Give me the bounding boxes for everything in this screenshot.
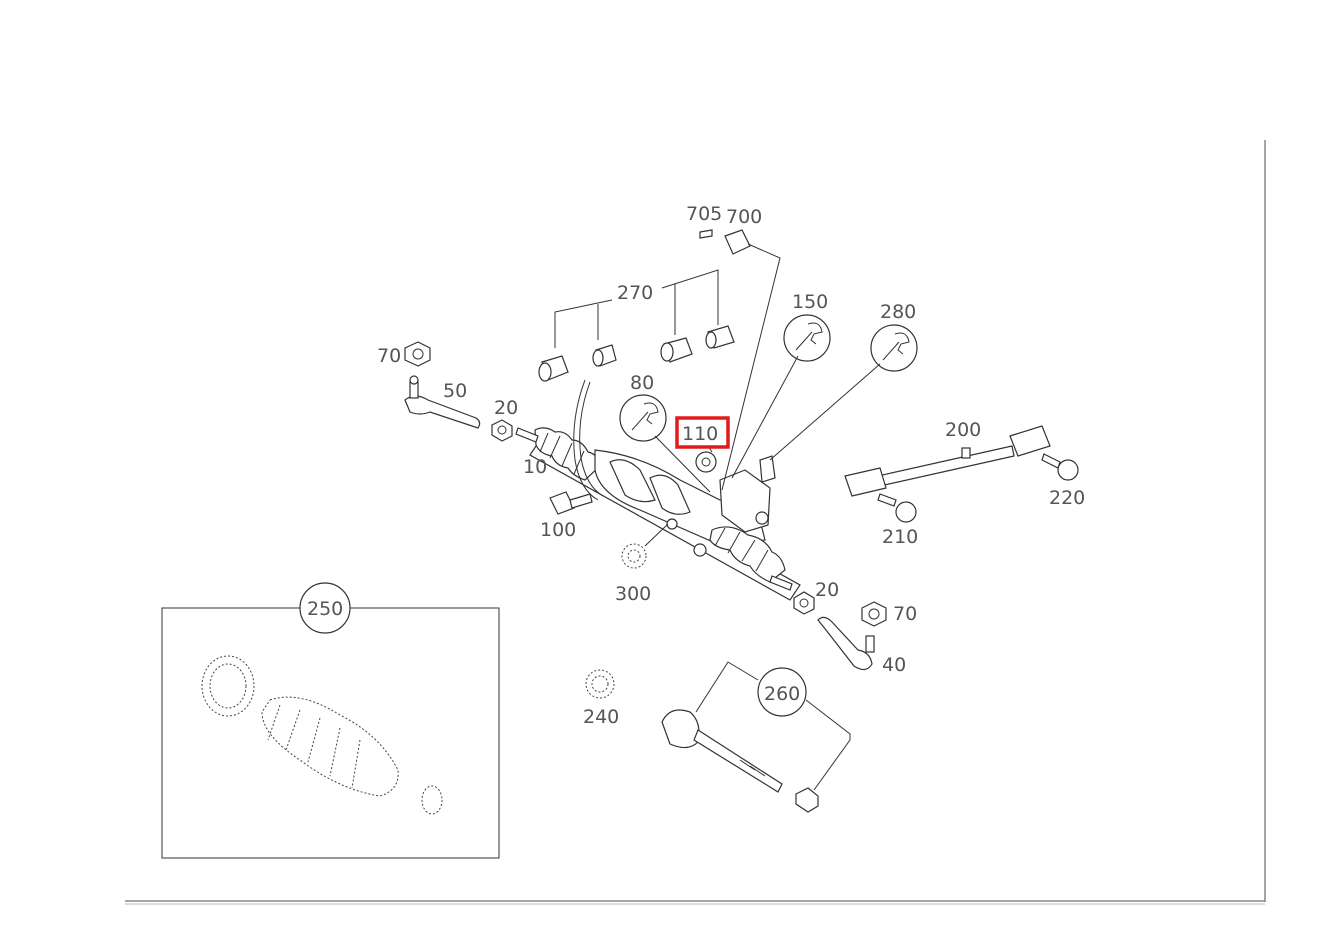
callout-labels: 10 20 20 40 50 70 70 80 100 110 150 200 … xyxy=(307,203,1085,728)
label-280[interactable]: 280 xyxy=(880,301,916,323)
label-20-right[interactable]: 20 xyxy=(815,579,839,601)
label-240[interactable]: 240 xyxy=(583,706,619,728)
label-300[interactable]: 300 xyxy=(615,583,651,605)
part-210-bolt[interactable] xyxy=(877,493,917,523)
part-20-nut-right[interactable] xyxy=(793,591,815,615)
label-700[interactable]: 700 xyxy=(726,206,762,228)
label-20-left[interactable]: 20 xyxy=(494,397,518,419)
part-20-nut-left[interactable] xyxy=(491,419,513,442)
label-110[interactable]: 110 xyxy=(682,423,718,445)
label-260[interactable]: 260 xyxy=(764,683,800,705)
wrench-80-icon xyxy=(619,394,667,442)
part-50-tie-rod-end[interactable] xyxy=(404,375,481,429)
part-200-intermediate-shaft[interactable] xyxy=(844,425,1051,497)
part-70-nut-left[interactable] xyxy=(404,341,431,367)
wrench-150-icon xyxy=(783,314,831,362)
label-210[interactable]: 210 xyxy=(882,526,918,548)
label-40[interactable]: 40 xyxy=(882,654,906,676)
leader-270 xyxy=(554,269,719,348)
part-40-tie-rod-end[interactable] xyxy=(817,616,875,671)
leaders-wrenches xyxy=(654,355,881,493)
leader-260 xyxy=(695,661,851,791)
label-220[interactable]: 220 xyxy=(1049,487,1085,509)
callout-260-circle xyxy=(757,667,807,717)
label-200[interactable]: 200 xyxy=(945,419,981,441)
inset-250-boot-kit[interactable] xyxy=(161,582,500,859)
part-700-clip[interactable] xyxy=(724,229,751,255)
steering-rack-housing[interactable] xyxy=(529,379,801,601)
part-right-inner-stud[interactable] xyxy=(769,575,793,591)
label-50[interactable]: 50 xyxy=(443,380,467,402)
label-70-right[interactable]: 70 xyxy=(893,603,917,625)
part-100-bolt[interactable] xyxy=(549,491,593,515)
label-705[interactable]: 705 xyxy=(686,203,722,225)
part-110-washer[interactable] xyxy=(695,451,717,473)
page-frame xyxy=(125,140,1266,905)
part-270-bushings[interactable] xyxy=(538,325,735,382)
label-100[interactable]: 100 xyxy=(540,519,576,541)
label-70-left[interactable]: 70 xyxy=(377,345,401,367)
part-70-nut-right[interactable] xyxy=(861,601,887,627)
label-80[interactable]: 80 xyxy=(630,372,654,394)
label-270[interactable]: 270 xyxy=(617,282,653,304)
part-220-bolt[interactable] xyxy=(1041,453,1079,481)
part-10-inner-stud[interactable] xyxy=(515,427,539,443)
label-250[interactable]: 250 xyxy=(307,598,343,620)
label-10[interactable]: 10 xyxy=(523,456,547,478)
wrench-280-icon xyxy=(870,324,918,372)
part-240-seal-ring[interactable] xyxy=(585,669,615,699)
label-150[interactable]: 150 xyxy=(792,291,828,313)
part-300-pinion-seal[interactable] xyxy=(621,543,647,569)
part-260-inner-tie-rod[interactable] xyxy=(661,709,819,813)
leader-300 xyxy=(644,523,669,547)
part-705-pin[interactable] xyxy=(699,229,713,239)
leader-700 xyxy=(721,243,781,491)
highlight-box-110 xyxy=(675,416,730,449)
